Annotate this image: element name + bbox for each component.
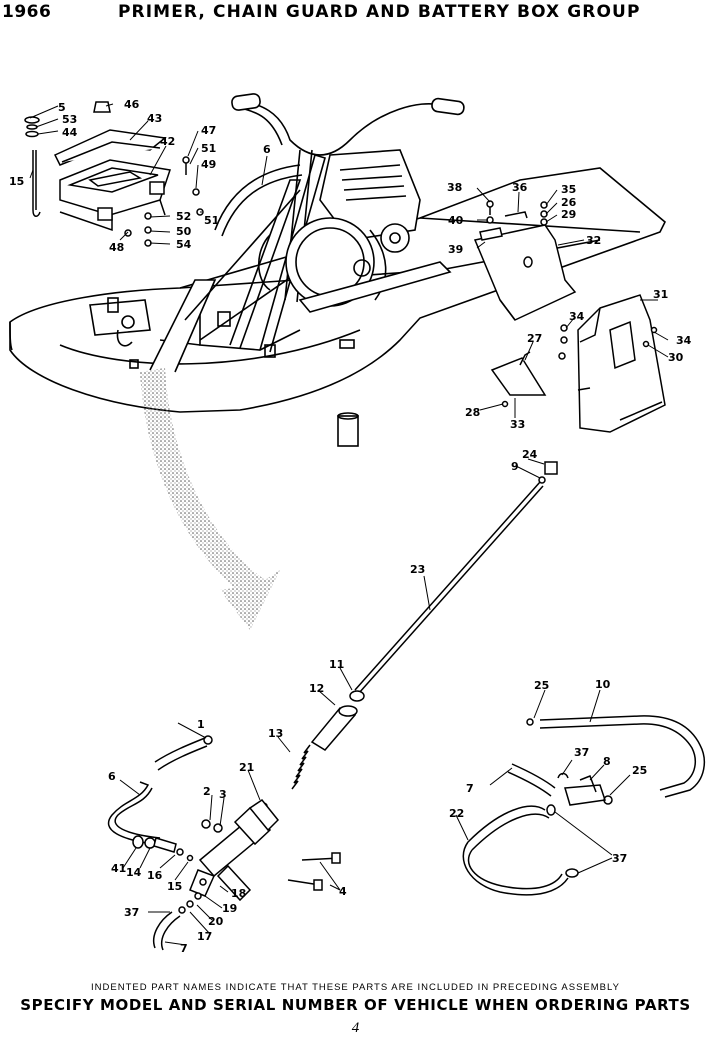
callout: 17 — [197, 930, 212, 943]
callout: 35 — [561, 183, 576, 196]
callout: 19 — [222, 902, 237, 915]
callout: 3 — [219, 788, 227, 801]
callout: 34 — [569, 310, 585, 323]
callout: 9 — [511, 460, 519, 473]
callout: 15 — [167, 880, 182, 893]
callout: 4 — [339, 885, 347, 898]
callout: 21 — [239, 761, 254, 774]
catalog-year: 1966 — [2, 2, 52, 22]
callout: 12 — [309, 682, 324, 695]
callout: 50 — [176, 225, 192, 238]
chain-guard-drawing — [473, 200, 666, 433]
callout: 18 — [231, 887, 246, 900]
callout: 37 — [124, 906, 139, 919]
callout: 54 — [176, 238, 192, 251]
callout: 7 — [466, 782, 474, 795]
callout: 36 — [512, 181, 528, 194]
callout: 7 — [180, 942, 188, 955]
part-callouts: 1 2 3 4 4 5 6 6 7 7 7 8 9 10 11 12 13 14… — [9, 98, 692, 955]
callout: 23 — [410, 563, 425, 576]
callout: 22 — [449, 807, 464, 820]
leader-lines — [29, 103, 669, 946]
callout: 53 — [62, 113, 77, 126]
callout: 13 — [268, 727, 283, 740]
callout: 8 — [603, 755, 611, 768]
callout: 30 — [668, 351, 684, 364]
callout: 10 — [595, 678, 611, 691]
callout: 43 — [147, 112, 162, 125]
callout: 48 — [109, 241, 124, 254]
callout: 1 — [197, 718, 205, 731]
callout: 51 — [204, 214, 219, 227]
callout: 44 — [62, 126, 78, 139]
callout: 40 — [448, 214, 464, 227]
callout: 24 — [522, 448, 538, 461]
callout: 41 — [111, 862, 126, 875]
callout: 42 — [160, 135, 175, 148]
callout: 20 — [208, 915, 224, 928]
callout: 37 — [612, 852, 627, 865]
callout: 6 — [263, 143, 271, 156]
dotted-pointer-arrow — [140, 368, 280, 630]
indented-parts-note: INDENTED PART NAMES INDICATE THAT THESE … — [91, 982, 620, 993]
hose-group-drawing — [462, 715, 706, 896]
page-title: PRIMER, CHAIN GUARD AND BATTERY BOX GROU… — [118, 2, 641, 22]
ordering-instruction: SPECIFY MODEL AND SERIAL NUMBER OF VEHIC… — [20, 996, 691, 1014]
callout: 14 — [126, 866, 142, 879]
callout: 51 — [201, 142, 216, 155]
vehicle-body-drawing — [9, 93, 666, 447]
callout: 5 — [58, 101, 66, 114]
callout: 28 — [465, 406, 480, 419]
callout: 49 — [201, 158, 216, 171]
callout: 26 — [561, 196, 577, 209]
callout: 27 — [527, 332, 542, 345]
page-number: 4 — [351, 1020, 360, 1036]
callout: 15 — [9, 175, 24, 188]
callout: 6 — [108, 770, 116, 783]
callout: 29 — [561, 208, 576, 221]
callout: 39 — [448, 243, 463, 256]
callout: 31 — [653, 288, 668, 301]
callout: 34 — [676, 334, 692, 347]
primer-assembly-drawing — [107, 461, 558, 951]
callout: 11 — [329, 658, 344, 671]
callout: 52 — [176, 210, 191, 223]
callout: 32 — [586, 234, 601, 247]
callout: 16 — [147, 869, 163, 882]
battery-box-drawing — [24, 101, 204, 247]
callout: 38 — [447, 181, 462, 194]
callout: 47 — [201, 124, 216, 137]
callout: 25 — [534, 679, 549, 692]
callout: 46 — [124, 98, 140, 111]
callout: 2 — [203, 785, 211, 798]
callout: 33 — [510, 418, 525, 431]
callout: 25 — [632, 764, 647, 777]
callout: 37 — [574, 746, 589, 759]
